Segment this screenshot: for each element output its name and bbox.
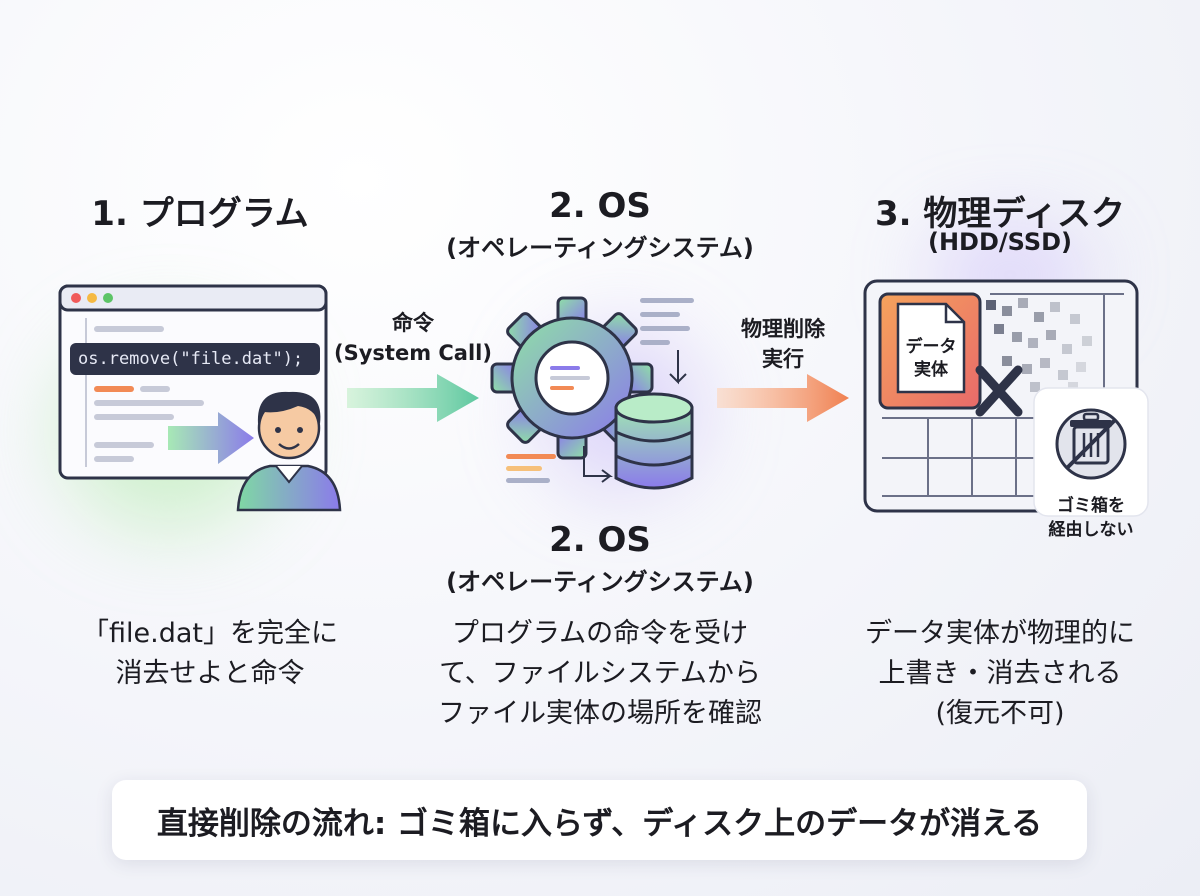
database-icon [614, 392, 694, 490]
window-maximize-dot [103, 293, 113, 303]
arrow2-label-2: 実行 [762, 347, 804, 371]
data-file-label: データ 実体 [898, 336, 964, 382]
step1-description-line: 「file.dat」を完全に [82, 618, 338, 649]
arrow1-label-1: 命令 [392, 311, 434, 335]
step3-subtitle: (HDD/SSD) [927, 228, 1073, 256]
no-trash-icon [1055, 408, 1127, 480]
step3-description-line: 上書き・消去される [878, 658, 1122, 689]
step2-description-line: プログラムの命令を受け [451, 618, 749, 649]
window-close-dot [71, 293, 81, 303]
arrow-right-icon-2 [717, 374, 849, 422]
data-file-label-2: 実体 [914, 360, 948, 380]
code-line: os.remove("file.dat"); [70, 343, 320, 375]
trash-badge-label-1: ゴミ箱を [1057, 496, 1125, 516]
step3-description-line: データ実体が物理的に [865, 618, 1135, 649]
step2-description-line: て、ファイルシステムから [439, 658, 761, 689]
step2-description: プログラムの命令を受け て、ファイルシステムから ファイル実体の場所を確認 [430, 614, 770, 734]
x-mark-icon [975, 365, 1023, 417]
program-window-illustration [58, 284, 342, 512]
person-shirt [236, 464, 342, 512]
step3-title: 3. 物理ディスク [874, 194, 1126, 234]
footer-summary: 直接削除の流れ: ゴミ箱に入らず、ディスク上のデータが消える [112, 780, 1087, 860]
os-gear-database-illustration [490, 296, 694, 490]
trash-badge-label: ゴミ箱を 経由しない [1034, 494, 1148, 542]
step1-description: 「file.dat」を完全に 消去せよと命令 [60, 614, 360, 694]
disk-illustration [863, 279, 1149, 517]
step2-title: 2. OS [549, 186, 651, 226]
arrow2-label-1: 物理削除 [741, 317, 825, 341]
window-minimize-dot [87, 293, 97, 303]
person-hair [257, 391, 321, 424]
data-file-label-1: データ [905, 337, 957, 357]
step2-description-line: ファイル実体の場所を確認 [438, 698, 762, 729]
arrow-right-icon [347, 374, 479, 422]
arrow1-label-2: (System Call) [334, 341, 492, 365]
os-caption-subtitle: (オペレーティングシステム) [446, 568, 754, 596]
step3-description-line: (復元不可) [935, 698, 1065, 729]
os-caption-title: 2. OS [549, 520, 651, 560]
pixel-dissolve [986, 298, 1092, 400]
step1-title: 1. プログラム [91, 194, 309, 234]
step3-description: データ実体が物理的に 上書き・消去される (復元不可) [850, 614, 1150, 734]
step1-description-line: 消去せよと命令 [115, 658, 305, 689]
trash-badge-label-2: 経由しない [1048, 520, 1134, 540]
step2-subtitle: (オペレーティングシステム) [446, 234, 754, 262]
file-icon [896, 302, 966, 394]
gear-icon [490, 296, 654, 460]
